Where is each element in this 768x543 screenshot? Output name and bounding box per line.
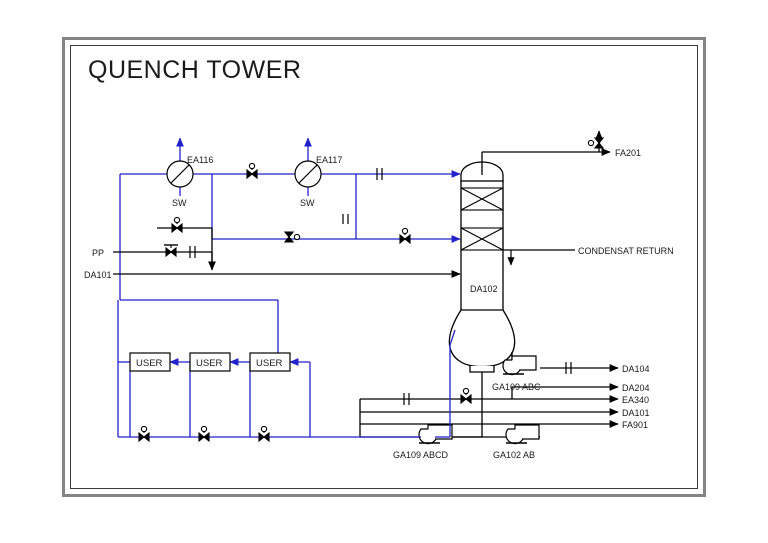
stream-label-fa201: FA201 xyxy=(615,148,641,158)
drawing-inner-border xyxy=(70,45,698,489)
user-box-1[interactable]: USER xyxy=(129,352,171,372)
valve-user-3-return[interactable] xyxy=(258,425,270,443)
valve-user-1-return[interactable] xyxy=(138,425,150,443)
stream-label-da104: DA104 xyxy=(622,364,650,374)
pump-ga109-abc-tag: GA109 ABC xyxy=(492,382,541,392)
tower-packing-bed-upper xyxy=(460,187,504,211)
user-box-3[interactable]: USER xyxy=(249,352,291,372)
orifice-ga109-discharge xyxy=(565,362,572,374)
user-box-1-label: USER xyxy=(136,358,163,369)
orifice-manifold xyxy=(403,393,410,405)
valve-top-header[interactable] xyxy=(246,162,258,180)
orifice-pp-line xyxy=(189,246,196,258)
stream-label-da101-in: DA101 xyxy=(84,270,112,280)
ea116-service-label: SW xyxy=(172,198,187,208)
ea117-tag: EA117 xyxy=(316,155,342,165)
valve-user-2-return[interactable] xyxy=(198,425,210,443)
quench-water-circuit xyxy=(119,137,461,362)
user-box-2[interactable]: USER xyxy=(189,352,231,372)
valve-mid-header[interactable] xyxy=(399,227,411,245)
heat-exchanger-ea116[interactable] xyxy=(166,160,194,188)
pump-ga109-abcd-tag: GA109 ABCD xyxy=(393,450,449,460)
user-box-3-label: USER xyxy=(256,358,283,369)
stream-label-da101-out: DA101 xyxy=(622,408,650,418)
valve-manifold[interactable] xyxy=(460,387,472,405)
user-box-2-label: USER xyxy=(196,358,223,369)
stream-label-pp: PP xyxy=(92,248,104,258)
tower-da102[interactable] xyxy=(448,161,516,373)
valve-recycle-branch[interactable] xyxy=(171,216,183,234)
stream-label-fa901: FA901 xyxy=(622,420,648,430)
pump-ga109-abcd[interactable] xyxy=(418,424,453,445)
overhead-line xyxy=(481,130,611,175)
feed-lines xyxy=(113,227,461,278)
tower-tag: DA102 xyxy=(470,284,498,294)
heat-exchanger-ea117[interactable] xyxy=(294,160,322,188)
gate-valve-pp[interactable] xyxy=(164,244,178,258)
vent-valve-overhead[interactable] xyxy=(587,137,605,149)
page-title: QUENCH TOWER xyxy=(88,56,302,84)
stream-label-da204: DA204 xyxy=(622,383,650,393)
pump-ga102-ab-tag: GA102 AB xyxy=(493,450,535,460)
orifice-ea117-outlet xyxy=(376,168,383,180)
pump-ga102-ab[interactable] xyxy=(505,424,540,445)
orifice-mid-header xyxy=(342,214,349,224)
tower-packing-bed-lower xyxy=(460,227,504,251)
ea117-service-label: SW xyxy=(300,198,315,208)
stream-label-condensat-return: CONDENSAT RETURN xyxy=(578,246,674,256)
user-distribution-loop xyxy=(117,300,456,438)
ea116-tag: EA116 xyxy=(187,155,213,165)
stream-label-ea340: EA340 xyxy=(622,395,649,405)
valve-riser-vertical[interactable] xyxy=(283,231,301,243)
pump-ga109-abc[interactable] xyxy=(502,355,537,376)
